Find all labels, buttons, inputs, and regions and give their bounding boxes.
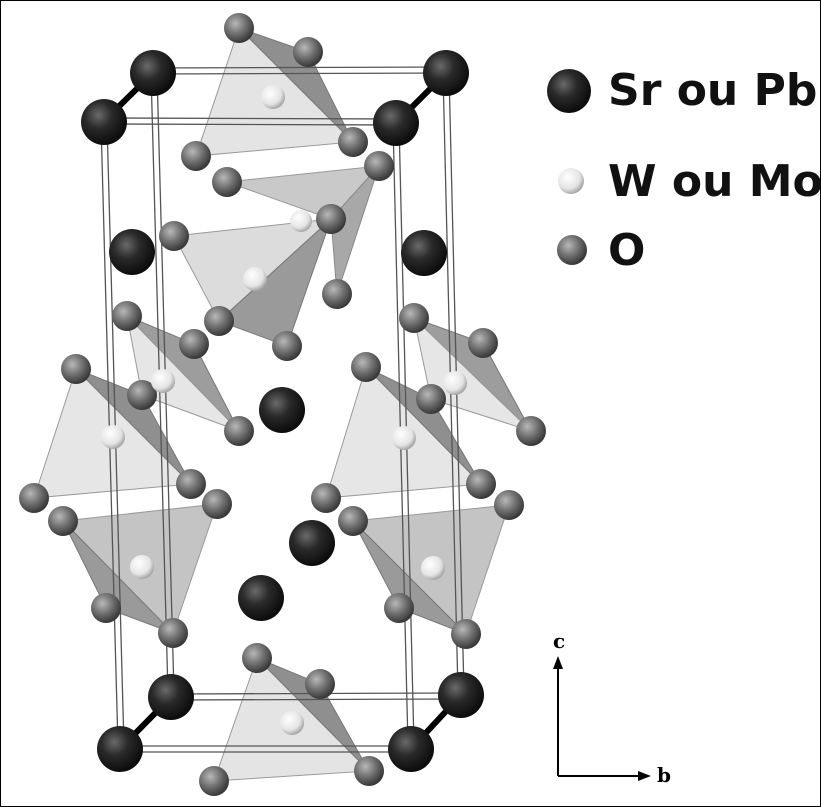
sr-pb-atoms [81, 50, 484, 772]
oxygen-atom [416, 384, 446, 414]
oxygen-atom [272, 331, 302, 361]
oxygen-atom [48, 506, 78, 536]
sr-pb-atom [401, 230, 447, 276]
oxygen-atom [384, 593, 414, 623]
axis-indicator [553, 656, 651, 781]
w-mo-atom [261, 85, 285, 109]
w-mo-atom [130, 555, 154, 579]
oxygen-atom [354, 756, 384, 786]
axis-c-arrowhead [553, 656, 563, 669]
oxygen-atom [202, 489, 232, 519]
sr-pb-atom [259, 387, 305, 433]
oxygen-atom [19, 483, 49, 513]
legend-label-sr-pb: Sr ou Pb [608, 65, 818, 116]
oxygen-atom [179, 329, 209, 359]
sr-pb-atom [438, 672, 484, 718]
oxygen-atom [224, 416, 254, 446]
cell-edge [102, 123, 396, 126]
oxygen-atom [224, 13, 254, 43]
oxygen-atom [293, 37, 323, 67]
legend-marker-sr-pb [547, 69, 591, 113]
oxygen-atom [516, 416, 546, 446]
oxygen-atom [159, 221, 189, 251]
oxygen-atom [242, 643, 272, 673]
oxygen-atom [199, 766, 229, 796]
oxygen-atom [305, 669, 335, 699]
tetrahedron-face [126, 314, 240, 432]
w-mo-atom [392, 426, 416, 450]
oxygen-atom [212, 167, 242, 197]
oxygen-atom [451, 619, 481, 649]
oxygen-atom [338, 506, 368, 536]
legend-label-o: O [608, 225, 646, 276]
oxygen-atom [91, 593, 121, 623]
w-mo-atom [151, 369, 175, 393]
w-mo-atoms [101, 85, 467, 735]
w-mo-atom [101, 425, 125, 449]
axis-b-label: b [657, 763, 671, 787]
oxygen-atoms [19, 13, 546, 796]
oxygen-atom [316, 204, 346, 234]
sr-pb-atom [238, 575, 284, 621]
sr-pb-atom [373, 100, 419, 146]
w-mo-atom [243, 267, 267, 291]
oxygen-atom [466, 469, 496, 499]
sr-pb-atom [81, 99, 127, 145]
axis-b-arrowhead [638, 771, 651, 781]
sr-pb-atom [97, 726, 143, 772]
sr-pb-atom [289, 520, 335, 566]
tetrahedron-face [218, 218, 332, 347]
w-mo-atom [421, 556, 445, 580]
oxygen-atom [351, 352, 381, 382]
oxygen-atom [181, 141, 211, 171]
oxygen-atom [176, 469, 206, 499]
cell-edge [170, 698, 462, 701]
oxygen-atom [311, 483, 341, 513]
oxygen-atom [494, 490, 524, 520]
legend-markers [547, 69, 591, 265]
sr-pb-atom [388, 726, 434, 772]
tetrahedron-face [256, 657, 370, 772]
oxygen-atom [112, 301, 142, 331]
legend-marker-o [557, 235, 587, 265]
oxygen-atom [338, 127, 368, 157]
sr-pb-atom [130, 50, 176, 96]
axis-c-label: c [553, 629, 566, 653]
w-mo-atom [443, 371, 467, 395]
oxygen-atom [468, 328, 498, 358]
cell-edge [152, 72, 447, 75]
tetrahedron-face [238, 27, 354, 143]
legend-marker-w-mo [558, 168, 584, 194]
sr-pb-atom [148, 674, 194, 720]
sr-pb-atom [109, 229, 155, 275]
w-mo-atom [280, 711, 304, 735]
cell-edge [102, 117, 396, 120]
w-mo-atom [290, 210, 312, 232]
cell-edge [152, 66, 447, 69]
oxygen-atom [322, 279, 352, 309]
sr-pb-atom [423, 50, 469, 96]
oxygen-atom [204, 306, 234, 336]
oxygen-atom [127, 380, 157, 410]
legend-label-w-mo: W ou Mo [608, 156, 821, 207]
oxygen-atom [364, 151, 394, 181]
oxygen-atom [399, 303, 429, 333]
oxygen-atom [158, 618, 188, 648]
tetrahedron-face [62, 520, 174, 634]
tetrahedron-face [330, 165, 380, 295]
oxygen-atom [61, 354, 91, 384]
